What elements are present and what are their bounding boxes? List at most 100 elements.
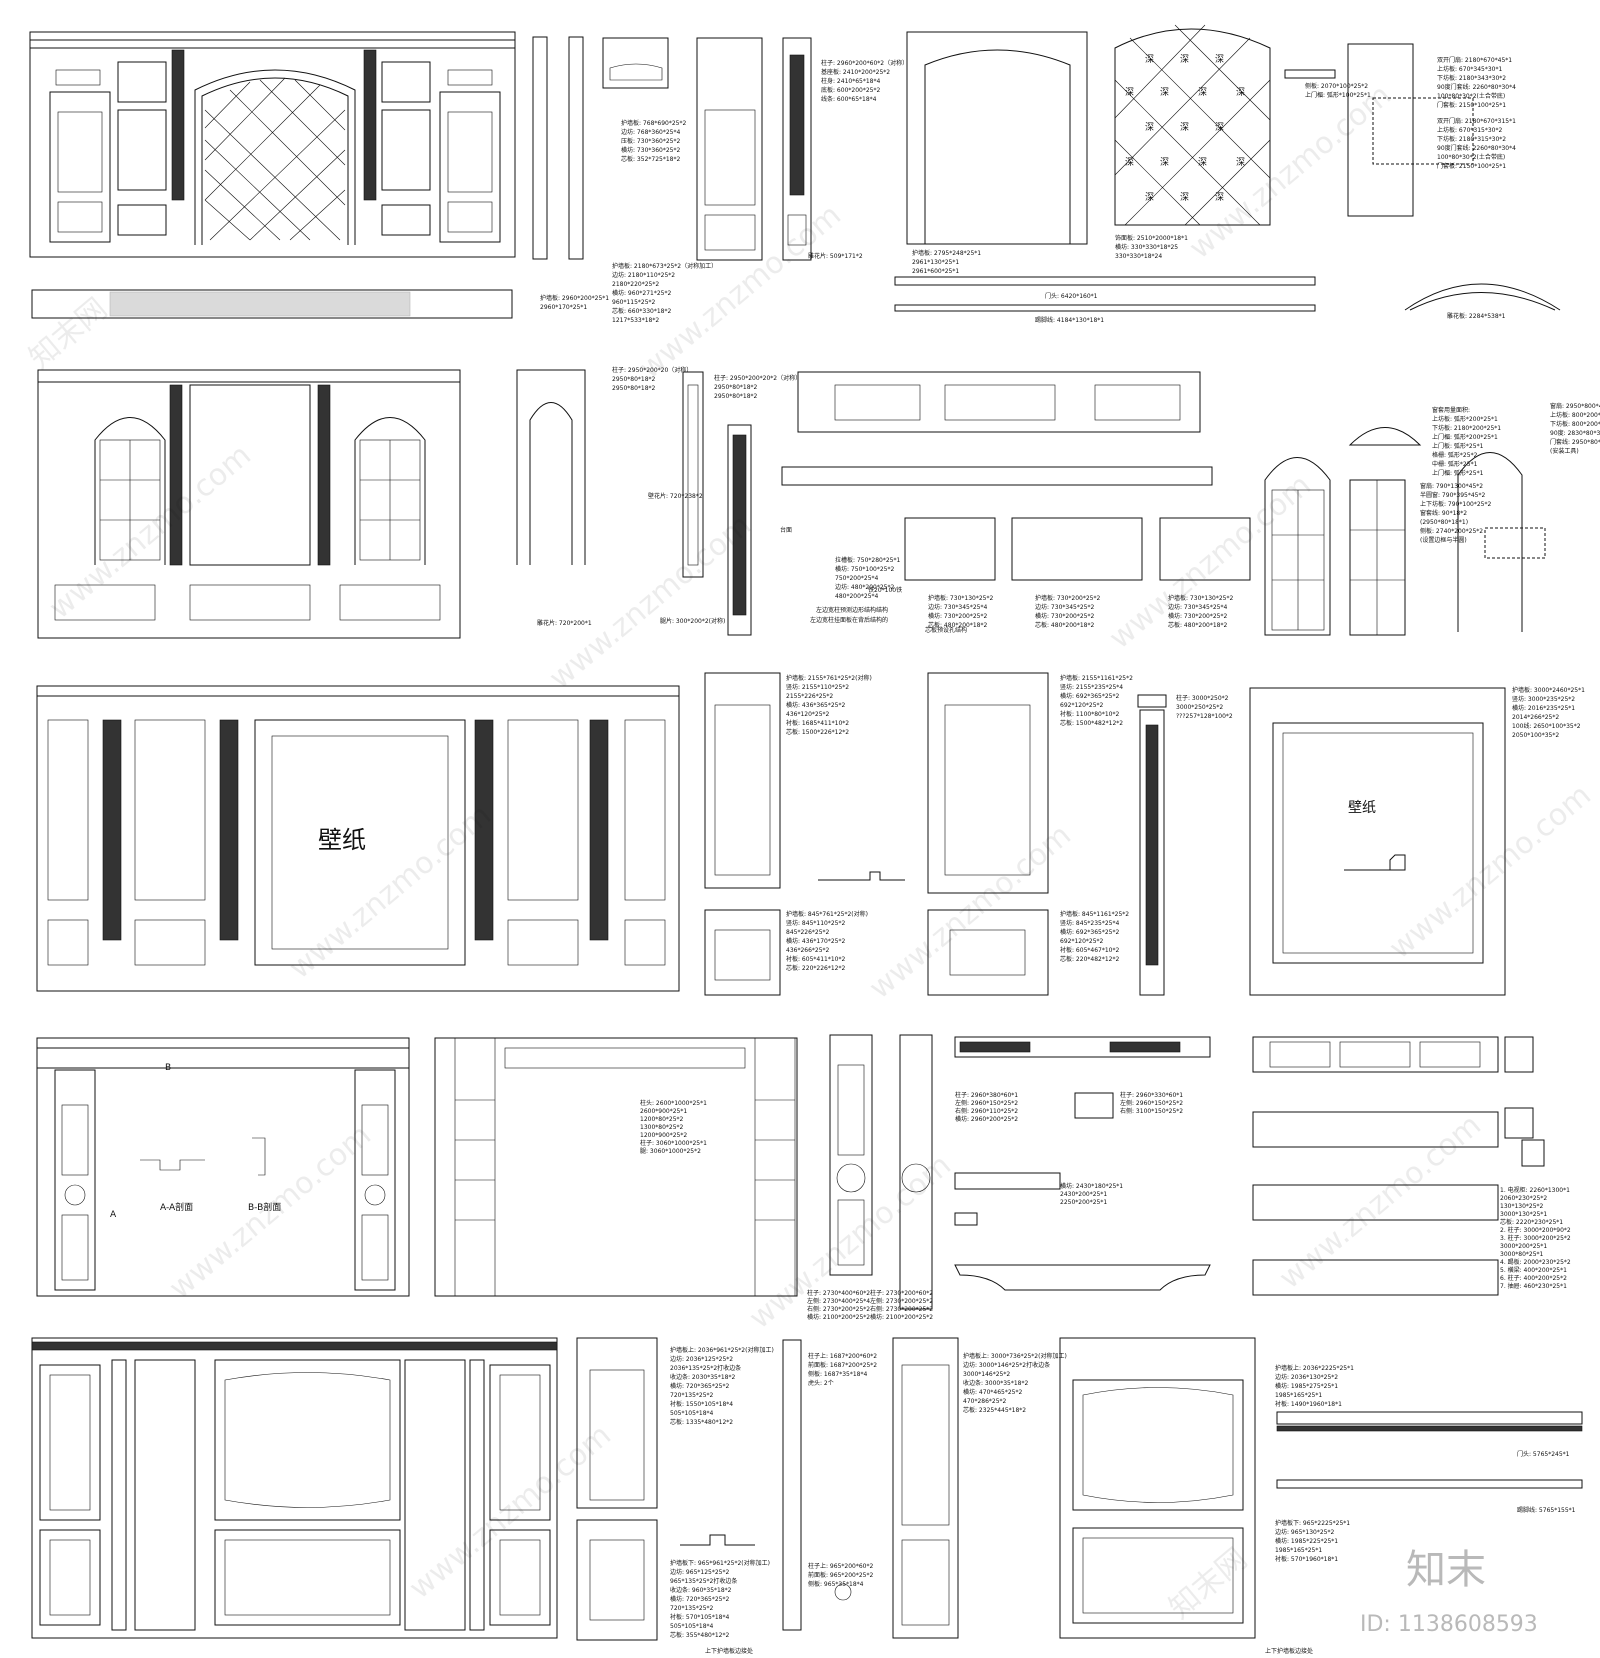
section-bb-label: B-B剖面 xyxy=(248,1201,281,1213)
diamond-label: 深 xyxy=(1160,157,1169,168)
row4-strips xyxy=(954,1036,1211,1291)
row5-column xyxy=(782,1339,852,1631)
note-r5-panel-a: 护墙板上: 2036*961*25*2(对称加工)边坊: 2036*125*25… xyxy=(670,1346,774,1426)
diamond-label: 深 xyxy=(1125,157,1134,168)
row3-column xyxy=(1137,694,1167,996)
diamond-label: 深 xyxy=(1145,122,1154,133)
note-r1-door-head: 门头: 6420*160*1 xyxy=(1045,292,1098,300)
note-r2-table: 台面左边宽柱预测边形结构结构铁20*100铁左边宽柱挂面板在背后结构的芯板预设孔… xyxy=(780,526,967,634)
wallpaper-label: 壁纸 xyxy=(318,826,366,854)
watermark-url: www.znzmo.com xyxy=(1183,78,1398,267)
note-r5-panel-b: 护墙板下: 965*961*25*2(对称加工)边坊: 965*125*25*2… xyxy=(670,1559,770,1639)
row1-door-profile xyxy=(1284,43,1474,217)
note-r1-arch-carving: 雕花板: 2284*538*1 xyxy=(1447,312,1506,320)
row2-windows xyxy=(1264,427,1546,636)
diamond-label: 深 xyxy=(1180,122,1189,133)
row2-arch-opening xyxy=(516,369,586,565)
row5-wall-elevation xyxy=(31,1337,558,1639)
watermark-url: www.znzmo.com xyxy=(283,798,498,987)
row5-panel-a xyxy=(576,1337,755,1641)
row2-wall-elevation xyxy=(37,369,461,639)
row1-pilaster xyxy=(782,37,812,261)
row1-counter xyxy=(31,289,513,319)
row3-panel-c xyxy=(927,672,1049,996)
note-r1-skirting: 踢脚线: 4184*130*18*1 xyxy=(1035,316,1104,324)
watermark-url: www.znzmo.com xyxy=(163,1118,378,1307)
row2-counter-elevation xyxy=(781,371,1213,486)
row2-pilaster-a xyxy=(682,371,704,578)
image-id: ID: 1138608593 xyxy=(1360,1612,1538,1637)
watermark-url: www.znzmo.com xyxy=(403,1418,618,1607)
row3-panel-a xyxy=(704,672,781,996)
section-aa-label: A-A剖面 xyxy=(160,1201,193,1213)
watermark-cn: 知末网 xyxy=(1163,1541,1254,1626)
diamond-label: 深 xyxy=(1236,157,1245,168)
row5-panel-c xyxy=(892,1337,959,1639)
watermark-url: www.znzmo.com xyxy=(543,508,758,697)
row3-wall-elevation: 壁纸 xyxy=(36,685,680,992)
note-r1-flower: 雕花片: 509*171*2 xyxy=(808,252,863,260)
row1-panel-detail xyxy=(602,37,669,89)
row1-tall-panel xyxy=(696,37,763,261)
row4-wall-elevation: B A A-A剖面 B-B剖面 xyxy=(36,1037,410,1297)
row5-rails xyxy=(1276,1411,1583,1489)
row4-column xyxy=(829,1034,933,1310)
diamond-label: 深 xyxy=(1198,87,1207,98)
row5-big-panel xyxy=(1059,1337,1256,1639)
watermark-url: www.znzmo.com xyxy=(43,438,258,627)
row2-pilaster-b xyxy=(727,424,752,636)
diamond-label: 深 xyxy=(1180,54,1189,65)
diamond-label: 深 xyxy=(1145,192,1154,203)
diamond-label: 深 xyxy=(1198,157,1207,168)
diamond-label: 深 xyxy=(1215,122,1224,133)
section-marker-b: B xyxy=(165,1063,171,1073)
diamond-label: 深 xyxy=(1236,87,1245,98)
row1-arch-frame xyxy=(906,31,1088,245)
diamond-label: 深 xyxy=(1180,192,1189,203)
note-r1-bottom-b: 护墙板: 2180*673*25*2（对称加工）边坊: 2180*110*25*… xyxy=(612,262,717,324)
watermark-url: www.znzmo.com xyxy=(863,818,1078,1007)
note-r5-door-head: 门头: 5765*245*1 xyxy=(1517,1450,1570,1458)
row2-small-panels xyxy=(904,517,1251,581)
row1-long-rails xyxy=(894,276,1316,312)
row1-wall-elevation xyxy=(29,31,516,258)
watermark-url: www.znzmo.com xyxy=(1273,1108,1488,1297)
brand-logo: 知末 xyxy=(1406,1547,1486,1593)
diamond-label: 深 xyxy=(1125,87,1134,98)
diamond-label: 深 xyxy=(1145,54,1154,65)
note-r5-skirting: 踢脚线: 5765*155*1 xyxy=(1517,1506,1576,1514)
wallpaper-label: 壁纸 xyxy=(1348,800,1376,816)
diamond-label: 深 xyxy=(1215,54,1224,65)
section-marker-a: A xyxy=(110,1210,117,1220)
